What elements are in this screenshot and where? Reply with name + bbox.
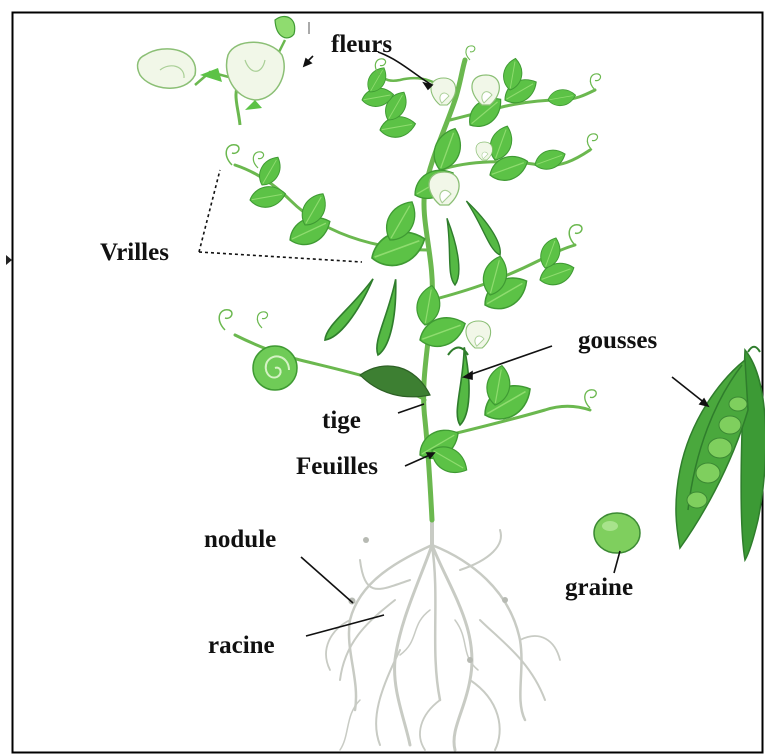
graine-leader <box>614 551 620 573</box>
label-tige: tige <box>322 407 361 434</box>
gousses-leader <box>466 346 552 376</box>
root-system <box>326 520 560 750</box>
vrilles-leader-1 <box>199 170 220 252</box>
label-graine: graine <box>565 574 633 601</box>
racine-leader <box>306 615 384 636</box>
open-pod <box>676 347 765 560</box>
tige-leader <box>398 404 424 413</box>
label-vrilles: Vrilles <box>100 239 169 266</box>
leaves <box>248 57 577 480</box>
label-nodule: nodule <box>204 526 276 553</box>
label-gousses: gousses <box>578 327 657 354</box>
label-racine: racine <box>208 632 275 659</box>
nodule-leader <box>301 557 353 603</box>
pea-seed <box>594 513 640 553</box>
label-feuilles: Feuilles <box>296 453 378 480</box>
vrilles-leader-2 <box>199 252 362 262</box>
label-fleurs: fleurs <box>331 31 392 58</box>
frame-notch <box>6 255 12 265</box>
flower-detail <box>138 16 309 125</box>
gousses-open-arrow <box>672 377 706 404</box>
main-stem <box>235 60 595 520</box>
